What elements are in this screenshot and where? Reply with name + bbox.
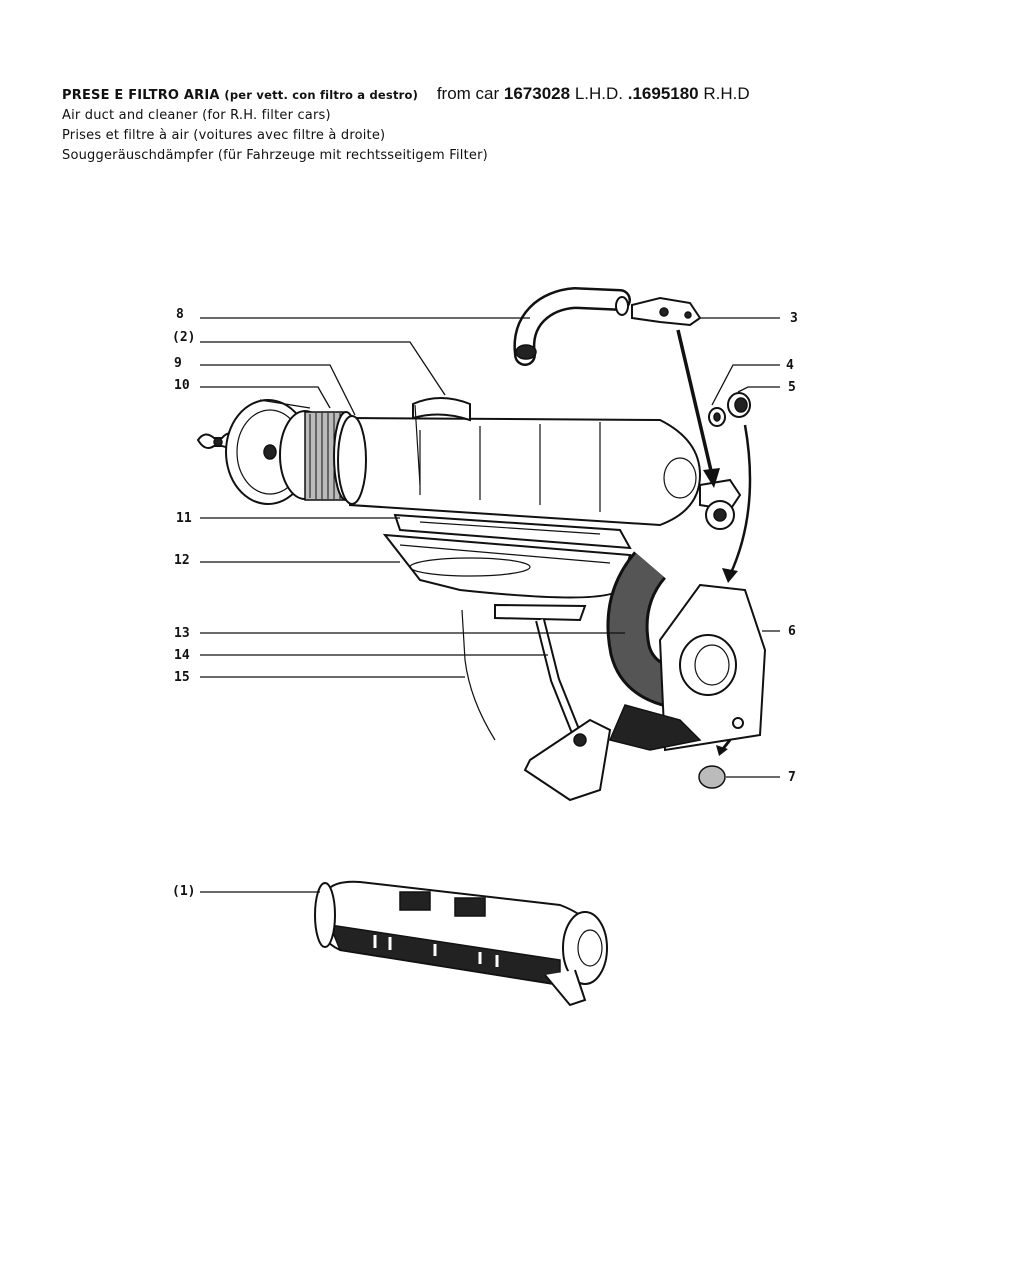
callout-4: 4: [786, 358, 794, 373]
part-15-drain-tube: [461, 609, 496, 741]
callout-15: 15: [174, 670, 190, 685]
title-paren: (per vett. con filtro a destro): [224, 88, 419, 102]
stamp-rhd-number: .1695180: [627, 84, 699, 103]
serial-stamp: from car 1673028 L.H.D. .1695180 R.H.D: [437, 84, 750, 103]
leader-2: [200, 341, 446, 396]
part-3-fitting: [631, 296, 702, 327]
diagram-header: PRESE E FILTRO ARIA (per vett. con filtr…: [62, 84, 962, 166]
callout-5: 5: [788, 380, 796, 395]
callout-7: 7: [788, 770, 796, 785]
part-13-support: [494, 603, 612, 802]
leader-4: [711, 364, 780, 406]
callout-11: 11: [176, 511, 192, 526]
air-cleaner-housing: [337, 397, 702, 527]
title-main: PRESE E FILTRO ARIA: [62, 88, 220, 103]
leader-9: [200, 364, 356, 416]
stamp-prefix: from car: [436, 84, 500, 103]
callout-3: 3: [790, 311, 798, 326]
stamp-rhd: R.H.D: [703, 84, 750, 103]
callout-13: 13: [174, 626, 190, 641]
callout-12: 12: [174, 553, 190, 568]
callout-14: 14: [174, 648, 190, 663]
callout-2: (2): [172, 330, 195, 345]
subtitle-german: Souggeräuschdämpfer (für Fahrzeuge mit r…: [62, 148, 488, 163]
outlet-bracket: [699, 478, 742, 530]
subtitle-english: Air duct and cleaner (for R.H. filter ca…: [62, 108, 331, 123]
part-11-tray: [393, 513, 632, 550]
part-8-hose: [513, 286, 631, 366]
arrow-5-to-bracket: [722, 424, 752, 583]
part-1-assembly: [314, 880, 608, 1007]
callout-10: 10: [174, 378, 190, 393]
arrow-to-cap: [716, 739, 732, 756]
leader-5: [737, 386, 780, 393]
subtitle-french: Prises et filtre à air (voitures avec fi…: [62, 128, 386, 143]
callout-1: (1): [172, 884, 195, 899]
part-6-duct-bracket: [606, 551, 767, 752]
part-4-grommet: [708, 407, 726, 427]
title-line: PRESE E FILTRO ARIA (per vett. con filtr…: [62, 84, 962, 106]
arrow-3-to-outlet: [676, 329, 720, 488]
stamp-lhd-number: 1673028: [503, 84, 571, 103]
part-7-cap: [698, 765, 726, 789]
stamp-lhd: L.H.D.: [574, 84, 623, 103]
callout-6: 6: [788, 624, 796, 639]
callout-8: 8: [176, 307, 184, 322]
leader-10: [200, 386, 331, 409]
part-5-bush: [727, 392, 751, 418]
callout-9: 9: [174, 356, 182, 371]
